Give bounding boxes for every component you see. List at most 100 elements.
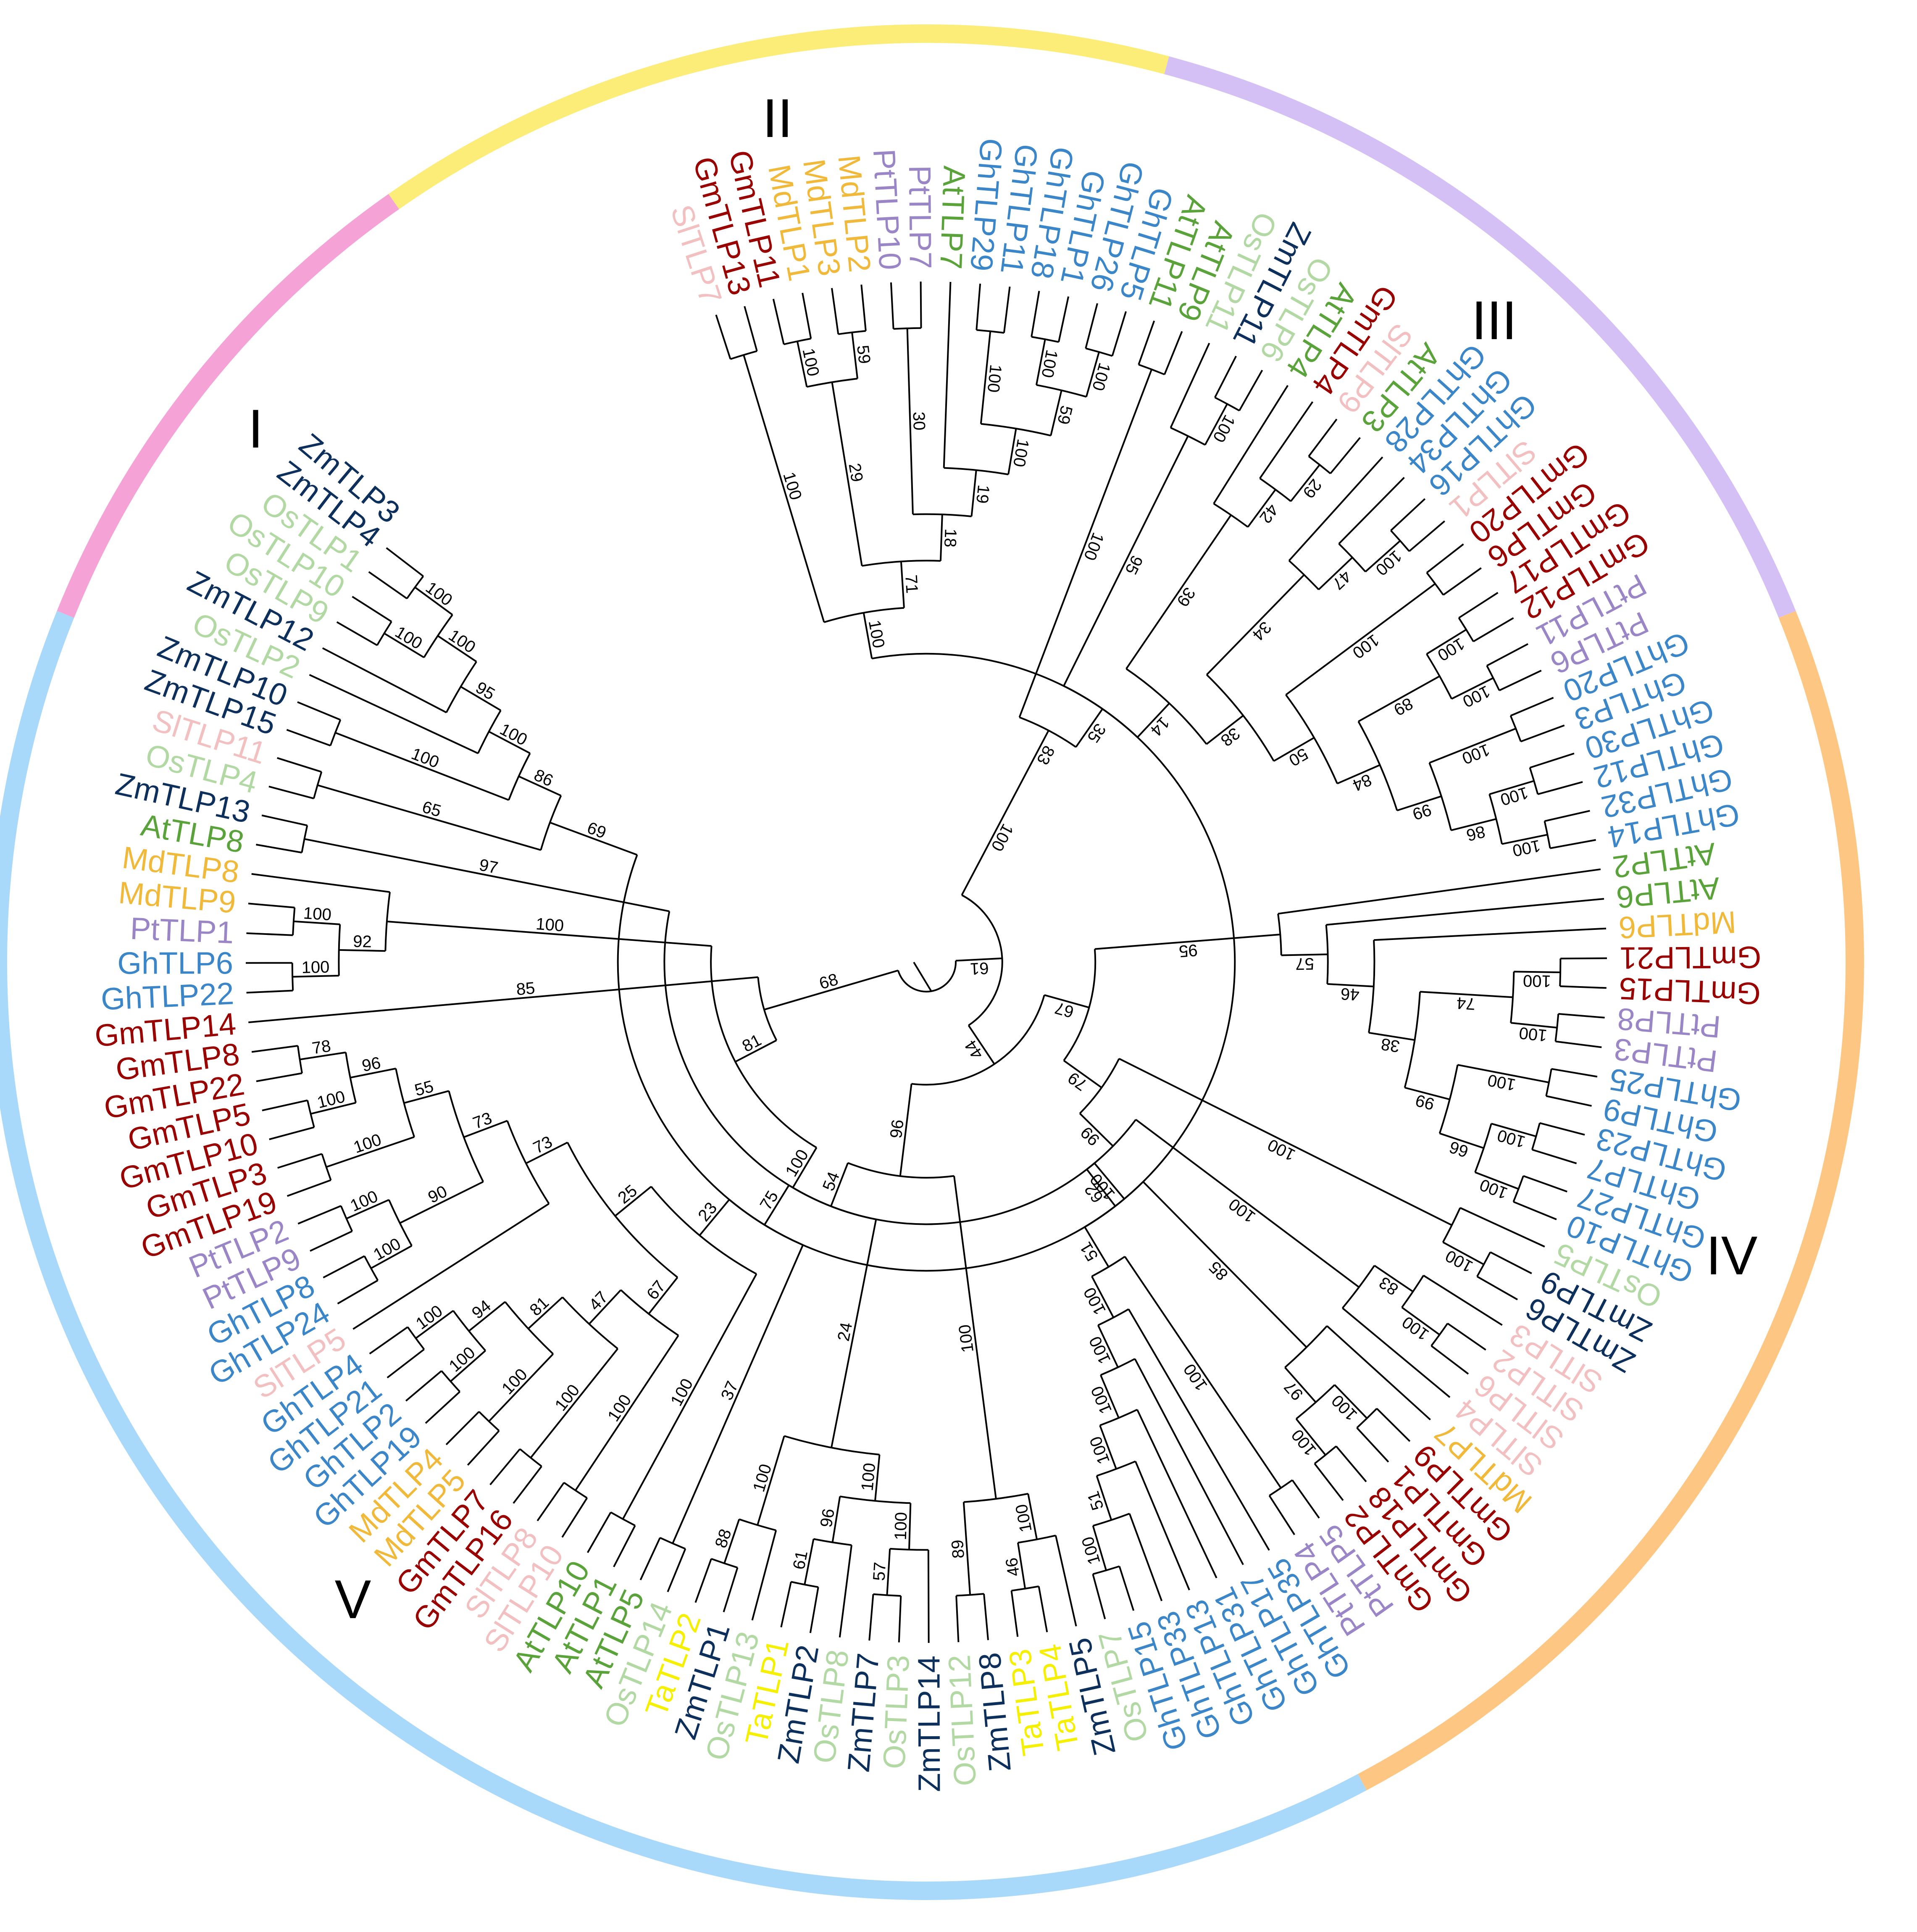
branch-line (1537, 781, 1583, 795)
branch-arc (395, 1068, 415, 1137)
branch-arc (363, 1256, 379, 1281)
branch-line (1094, 934, 1281, 950)
branch-arc (567, 1142, 678, 1278)
leaf-label-OsTLP3: OsTLP3 (876, 1654, 916, 1770)
leaf-label-PtTLP8: PtTLP8 (1616, 1001, 1722, 1045)
bootstrap-label: 100 (1080, 530, 1107, 563)
branch-line (622, 1273, 757, 1520)
branch-line (1063, 1060, 1102, 1089)
branch-arc (1170, 427, 1206, 446)
branch-line (277, 757, 322, 773)
branch-line (1326, 1325, 1431, 1421)
leaf-label-GmTLP21: GmTLP21 (1620, 940, 1762, 976)
bootstrap-label: 100 (1349, 631, 1383, 662)
branch-arc (1545, 1069, 1552, 1096)
branch-line (1026, 730, 1049, 772)
bootstrap-label: 89 (1391, 694, 1416, 719)
branch-line (1206, 715, 1244, 745)
branch-line (1079, 1113, 1114, 1147)
branch-arc (321, 1153, 332, 1181)
bootstrap-label: 29 (845, 462, 867, 483)
leaf-label-GhTLP6: GhTLP6 (117, 945, 233, 980)
branch-arc (847, 1162, 955, 1179)
branch-line (639, 1537, 661, 1580)
bootstrap-label: 73 (471, 1109, 494, 1133)
branch-line (1486, 643, 1528, 667)
branch-arc (839, 1495, 911, 1504)
branch-line (830, 1162, 849, 1207)
branch-arc (1093, 1513, 1130, 1527)
bootstrap-label: 100 (422, 578, 456, 610)
branch-line (1278, 868, 1601, 915)
branch-line (1431, 1345, 1469, 1375)
bootstrap-label: 100 (984, 363, 1005, 393)
branch-arc (1341, 1265, 1375, 1309)
branch-line (467, 1430, 500, 1466)
branch-line (293, 920, 340, 925)
branch-arc (610, 1511, 636, 1527)
branch-line (772, 299, 785, 345)
bootstrap-label: 61 (970, 958, 989, 978)
branch-arc (1284, 1325, 1328, 1368)
branch-line (415, 1310, 454, 1339)
bootstrap-label: 14 (1147, 713, 1173, 740)
branch-line (1214, 355, 1237, 398)
branch-line (352, 596, 392, 622)
bootstrap-label: 35 (1083, 720, 1110, 746)
branch-line (1443, 567, 1482, 596)
bootstrap-label: 100 (551, 1381, 583, 1415)
bootstrap-label: 100 (347, 1187, 381, 1215)
bootstrap-label: 100 (865, 619, 888, 649)
branch-line (792, 1147, 818, 1188)
branch-line (1546, 1095, 1592, 1107)
branch-line (614, 1186, 652, 1217)
bootstrap-label: 100 (316, 1087, 347, 1112)
bootstrap-label: 100 (779, 470, 805, 502)
branch-arc (838, 330, 866, 335)
branch-line (1099, 1425, 1117, 1469)
bootstrap-label: 100 (782, 1146, 812, 1180)
branch-line (1138, 320, 1155, 365)
branch-line (953, 1176, 997, 1499)
bootstrap-label: 73 (530, 1132, 555, 1157)
branch-line (1247, 489, 1276, 528)
branch-arc (1259, 477, 1291, 502)
bootstrap-label: 100 (604, 1391, 635, 1425)
bootstrap-label: 30 (910, 411, 928, 431)
branch-line (262, 1099, 308, 1111)
branch-line (251, 1045, 298, 1053)
branch-arc (445, 661, 477, 713)
branch-arc (1125, 668, 1207, 745)
branch-line (588, 1289, 622, 1325)
branch-line (369, 1326, 408, 1355)
branch-line (268, 785, 314, 800)
branch-line (699, 1199, 730, 1236)
bootstrap-label: 100 (955, 1324, 977, 1354)
branch-line (1442, 1241, 1484, 1265)
bootstrap-label: 59 (853, 344, 874, 365)
branch-line (906, 328, 914, 515)
branch-line (1409, 520, 1445, 552)
branch-line (528, 1296, 563, 1329)
branch-line (1124, 1256, 1282, 1489)
branch-line (1544, 810, 1590, 822)
bootstrap-label: 97 (478, 855, 500, 877)
bootstrap-label: 67 (1053, 998, 1076, 1021)
bootstrap-label: 100 (1486, 1071, 1517, 1094)
bootstrap-label: 81 (739, 1031, 765, 1056)
branch-line (297, 701, 341, 721)
branch-arc (1206, 674, 1275, 762)
branch-line (804, 1539, 815, 1585)
branch-arc (291, 963, 294, 991)
bootstrap-label: 90 (425, 1182, 450, 1207)
branch-arc (963, 1492, 1028, 1503)
branch-line (460, 686, 501, 711)
branch-line (1092, 1574, 1106, 1619)
branch-line (295, 976, 758, 1019)
branch-line (387, 1348, 425, 1379)
branch-line (1390, 498, 1426, 532)
bootstrap-label: 78 (311, 1037, 332, 1058)
bootstrap-label: 100 (667, 1376, 697, 1409)
branch-line (1038, 1586, 1048, 1632)
